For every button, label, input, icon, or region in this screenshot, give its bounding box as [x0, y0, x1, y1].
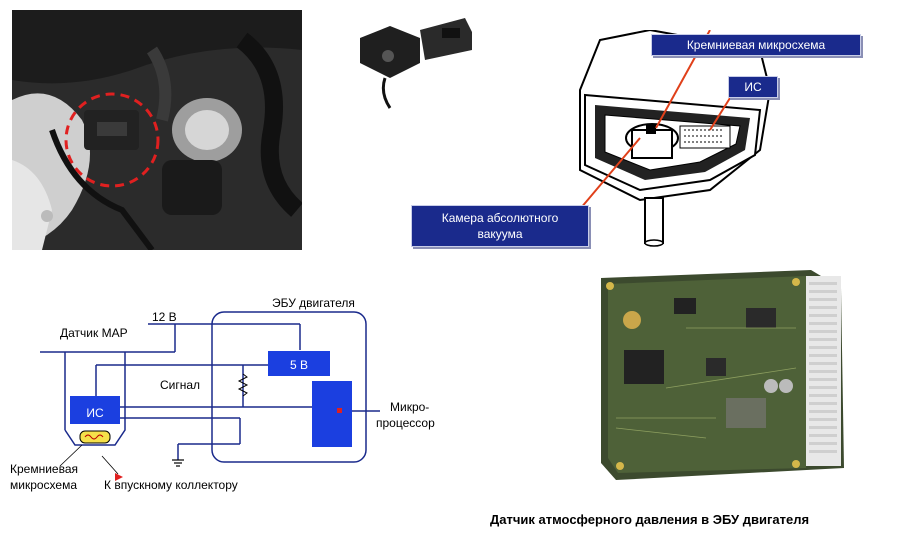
callout-vacuum-chamber: Камера абсолютного вакуума — [411, 205, 589, 247]
map-sensor-label: Датчик MAP — [60, 326, 128, 340]
callout-silicon-chip: Кремниевая микросхема — [651, 34, 861, 56]
supply-12v-label: 12 В — [152, 310, 177, 324]
callout-vacuum-line2: вакуума — [477, 227, 523, 241]
arrow-right-icon — [115, 473, 123, 481]
microprocessor-block — [312, 381, 352, 447]
ground-symbol — [172, 459, 184, 467]
microprocessor-label-line1: Микро- — [390, 400, 430, 414]
regulator-5v-label: 5 В — [268, 354, 330, 376]
ecu-title: ЭБУ двигателя — [272, 296, 355, 310]
intake-manifold-label: К впускному коллектору — [104, 478, 238, 492]
map-sensor-photo — [360, 18, 472, 109]
caption: Датчик атмосферного давления в ЭБУ двига… — [490, 512, 810, 527]
ic-label: ИС — [70, 402, 120, 424]
ecu-circuit-board-photo — [601, 270, 844, 480]
pull-up-resistor — [237, 373, 249, 397]
chip-label-line1: Кремниевая — [10, 462, 79, 476]
sensor-cutaway-drawing — [574, 30, 772, 247]
microprocessor-label-line2: процессор — [376, 416, 435, 430]
signal-label: Сигнал — [160, 378, 201, 392]
sensor-highlight-circle — [64, 92, 160, 188]
engine-bay-photo — [12, 10, 302, 250]
callout-ic: ИС — [728, 76, 778, 98]
silicon-chip-icon — [79, 430, 111, 444]
callout-vacuum-line1: Камера абсолютного — [441, 211, 559, 225]
ecu-box — [211, 311, 367, 463]
chip-label-line2: микросхема — [10, 478, 78, 492]
